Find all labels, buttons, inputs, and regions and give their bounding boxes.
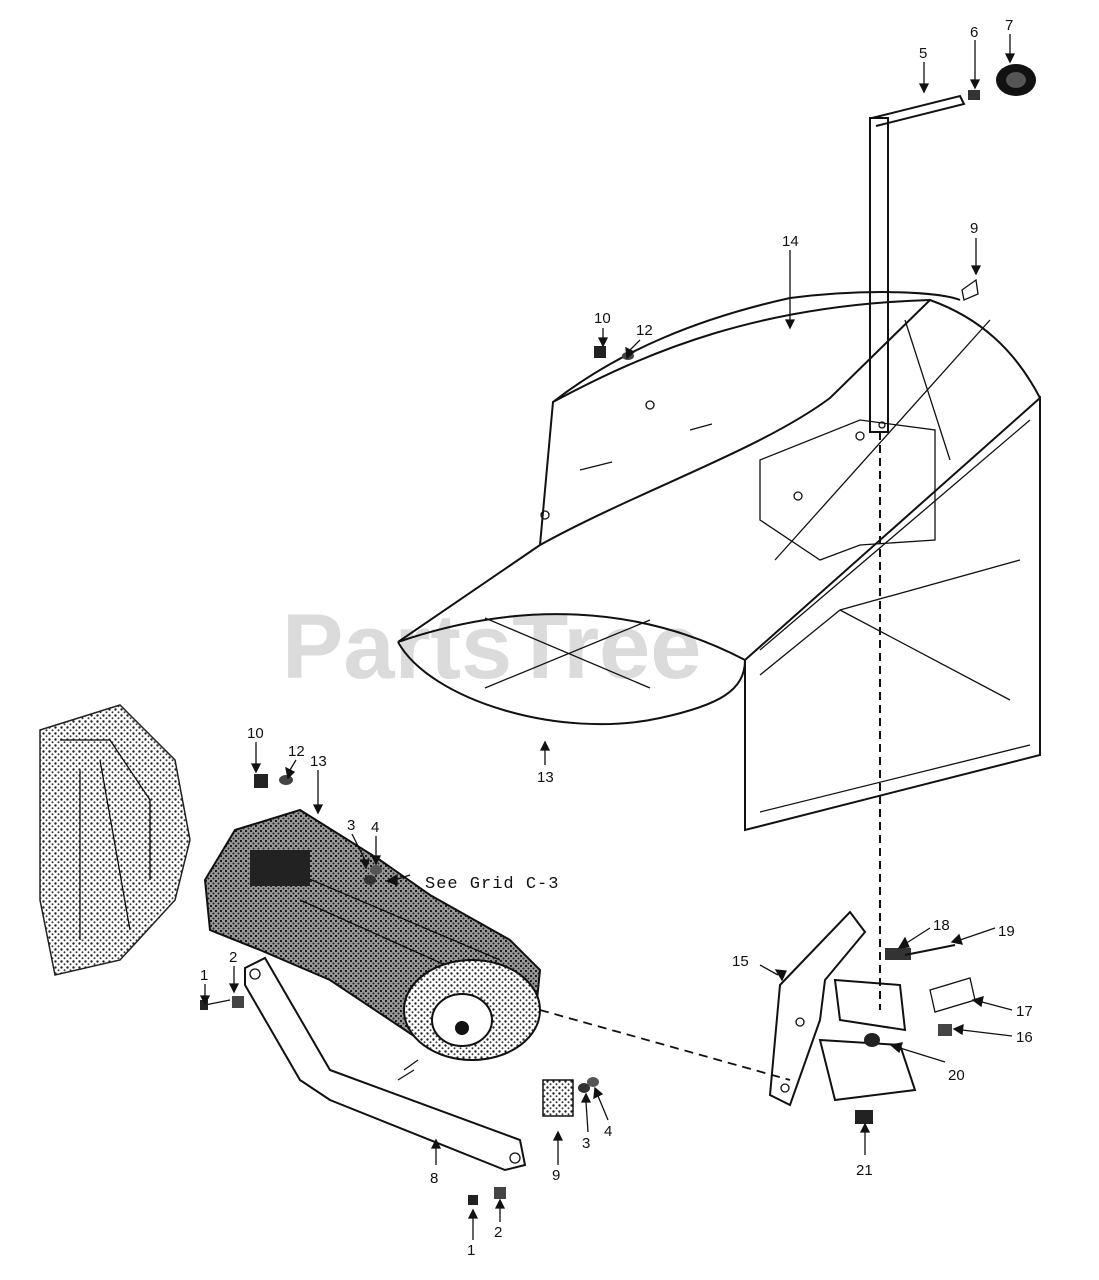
callout-1-bottom: 1 (467, 1242, 475, 1259)
tine-shield (397, 291, 1041, 832)
leader-lines (199, 34, 1016, 1240)
callout-4-top: 4 (371, 819, 379, 836)
callout-17: 17 (1016, 1003, 1033, 1020)
callout-1-top: 1 (200, 967, 208, 984)
depth-bracket (768, 910, 976, 1124)
callout-15: 15 (732, 953, 749, 970)
depth-bar (869, 64, 1036, 1010)
callout-10-bottom: 10 (247, 725, 264, 742)
callout-10-top: 10 (594, 310, 611, 327)
engine-frame (39, 704, 191, 976)
callout-8: 8 (430, 1170, 438, 1187)
callout-16: 16 (1016, 1029, 1033, 1046)
tine-bar (244, 956, 527, 1172)
callout-13-top: 13 (537, 769, 554, 786)
callout-18: 18 (933, 917, 950, 934)
transmission-housing (203, 808, 542, 1061)
callout-14: 14 (782, 233, 799, 250)
callout-2-bottom: 2 (494, 1224, 502, 1241)
callout-12-top: 12 (636, 322, 653, 339)
see-grid-note: See Grid C-3 (425, 875, 559, 894)
callout-9-top: 9 (970, 220, 978, 237)
callout-19: 19 (998, 923, 1015, 940)
callout-2-top: 2 (229, 949, 237, 966)
callout-5: 5 (919, 45, 927, 62)
callout-3-bottom: 3 (582, 1135, 590, 1152)
callout-3-top: 3 (347, 817, 355, 834)
callout-labels: 5 6 7 9 14 10 12 13 10 12 13 3 4 1 2 8 9… (200, 17, 1033, 1259)
callout-4-bottom: 4 (604, 1123, 612, 1140)
callout-7: 7 (1005, 17, 1013, 34)
watermark: PartsTree (282, 596, 701, 698)
hardware-small (200, 774, 599, 1205)
callout-6: 6 (970, 24, 978, 41)
callout-9-bottom: 9 (552, 1167, 560, 1184)
callout-12-bottom: 12 (288, 743, 305, 760)
callout-21: 21 (856, 1162, 873, 1179)
callout-13-bottom: 13 (310, 753, 327, 770)
callout-20: 20 (948, 1067, 965, 1084)
